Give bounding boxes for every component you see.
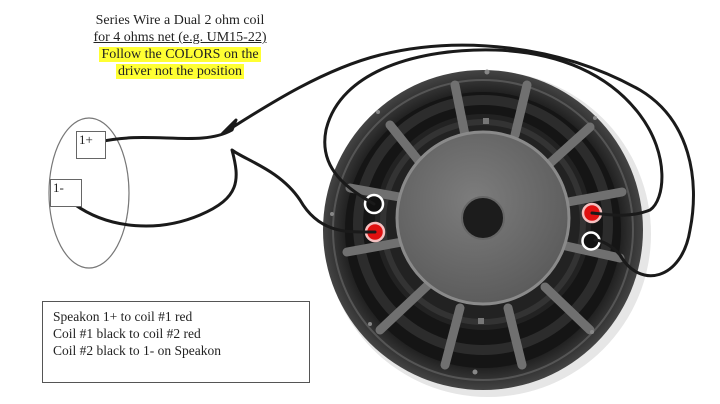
speaker-driver bbox=[323, 69, 651, 397]
diagram-title: Series Wire a Dual 2 ohm coil for 4 ohms… bbox=[60, 12, 300, 80]
highlight-note-line-2: driver not the position bbox=[115, 64, 245, 79]
wire-1plus-to-coil1-red bbox=[97, 43, 695, 278]
speakon-terminal-1minus: 1- bbox=[50, 179, 82, 207]
title-line-2: for 4 ohms net (e.g. UM15-22) bbox=[93, 30, 267, 45]
wire-1minus-to-coil2-black bbox=[72, 148, 377, 234]
instruction-step-3: Coil #2 black to 1- on Speakon bbox=[53, 343, 221, 358]
title-line-1: Series Wire a Dual 2 ohm coil bbox=[95, 13, 265, 28]
wire-coil1-black-to-coil2-red bbox=[323, 48, 664, 217]
speakon-connector-outline bbox=[48, 117, 130, 269]
speakon-terminal-1plus: 1+ bbox=[76, 131, 106, 159]
pole-vent bbox=[462, 197, 504, 239]
instruction-step-1: Speakon 1+ to coil #1 red bbox=[53, 309, 193, 324]
highlight-note-line-1: Follow the COLORS on the bbox=[99, 47, 261, 62]
wiring-instructions: Speakon 1+ to coil #1 red Coil #1 black … bbox=[42, 301, 310, 383]
instruction-step-2: Coil #1 black to coil #2 red bbox=[53, 326, 201, 341]
